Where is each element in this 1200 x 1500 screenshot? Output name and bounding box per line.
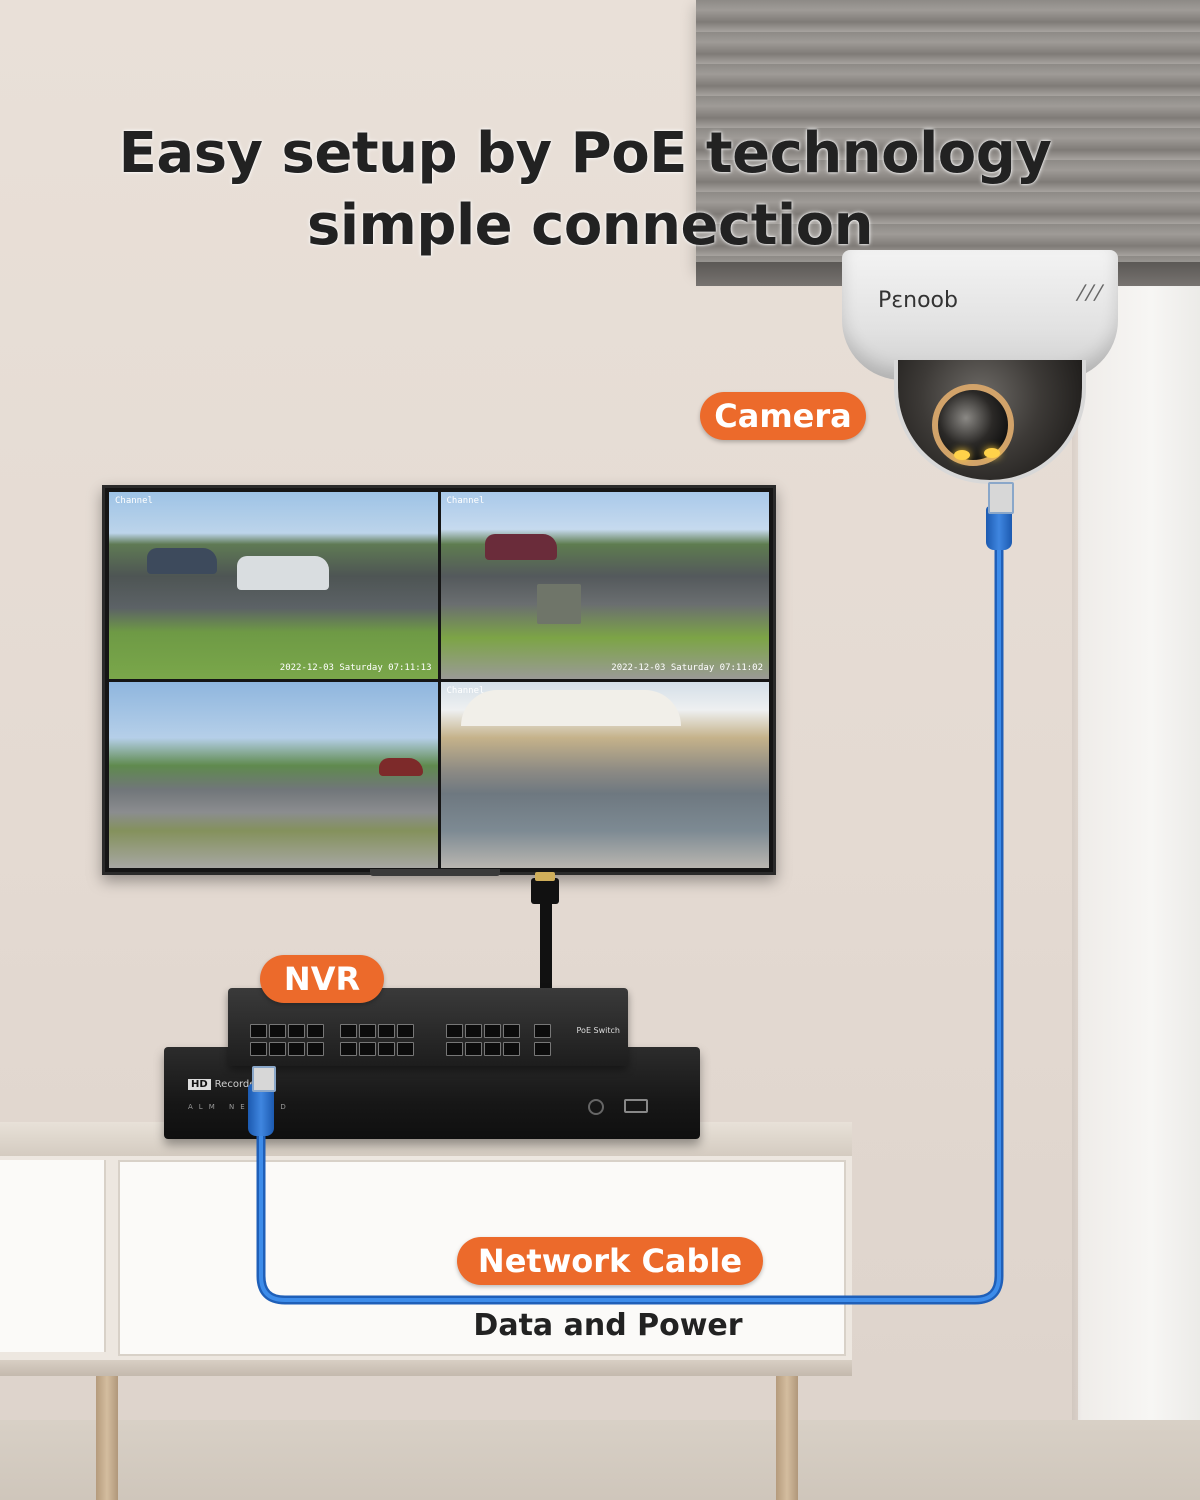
monitor-tv: Channel 2022-12-03 Saturday 07:11:13 Cha… [102,485,776,875]
port-group-3 [446,1024,520,1056]
car-icon [379,757,423,776]
camera-spotlight-icon [984,448,1000,458]
car-icon [484,534,557,560]
camera-feed-grid: Channel 2022-12-03 Saturday 07:11:13 Cha… [109,492,769,868]
cabinet-drawer-left [0,1160,106,1352]
usb-port-icon [624,1099,648,1113]
switch-label: PoE Switch [576,1026,620,1035]
ethernet-port-icon [484,1024,501,1038]
car-icon [237,556,329,590]
camera-label-badge: Camera [700,392,866,440]
dome-camera: Pεnoob /// [842,250,1118,484]
feed-tag: Channel [446,685,485,696]
ethernet-port-icon [288,1042,305,1056]
ethernet-port-icon [288,1024,305,1038]
headline: Easy setup by PoE technology simple conn… [0,118,1170,262]
ethernet-port-icon [503,1024,520,1038]
camera-feed-3 [109,681,438,868]
ethernet-port-icon [340,1024,357,1038]
headline-line-2: simple connection [306,193,874,258]
hdmi-connector-icon [535,872,555,881]
ethernet-port-icon [340,1042,357,1056]
network-cable-label-badge: Network Cable [457,1237,763,1285]
ethernet-port-icon [465,1024,482,1038]
floor [0,1420,1200,1500]
rj45-plug-icon [252,1066,276,1092]
port-group-2 [340,1024,414,1056]
hdmi-plug-icon [531,878,559,904]
wooden-ceiling [696,0,1200,268]
canopy-icon [460,689,681,726]
ethernet-port-icon [250,1024,267,1038]
ethernet-port-icon [534,1024,551,1038]
ethernet-port-icon [269,1024,286,1038]
ethernet-port-icon [359,1024,376,1038]
ethernet-port-icon [397,1024,414,1038]
ethernet-port-icon [378,1042,395,1056]
poe-switch: PoE Switch [228,988,628,1066]
camera-spotlight-icon [954,450,970,460]
cabinet-leg [776,1376,798,1500]
nvr-label-badge: NVR [260,955,384,1003]
ethernet-port-icon [378,1024,395,1038]
camera-feed-4: Channel [440,681,769,868]
camera-brand-logo: Pεnoob [878,288,958,313]
camera-feed-1: Channel 2022-12-03 Saturday 07:11:13 [109,492,438,679]
right-wall [1078,285,1200,1500]
ethernet-port-icon [534,1042,551,1056]
headline-line-1: Easy setup by PoE technology [118,121,1052,186]
recorder-led-labels: ALM NET HD [188,1103,292,1111]
utility-box-icon [536,584,581,624]
ethernet-port-icon [484,1042,501,1056]
feed-tag: Channel [115,496,153,506]
ethernet-port-icon [269,1042,286,1056]
rj45-boot-icon [248,1084,274,1136]
recorder-label-tag: HD [188,1079,211,1090]
ethernet-port-icon [465,1042,482,1056]
port-group-1 [250,1024,324,1056]
ethernet-port-icon [446,1042,463,1056]
ethernet-port-icon [359,1042,376,1056]
power-button-icon [588,1099,604,1115]
cabinet-leg [96,1376,118,1500]
camera-lens-icon [932,384,1014,466]
car-icon [147,548,217,574]
recorder-label-text: Recorder [214,1079,260,1090]
camera-feed-2: Channel 2022-12-03 Saturday 07:11:02 [440,492,769,679]
feed-tag: Channel [446,496,485,506]
ethernet-port-icon [307,1042,324,1056]
ethernet-port-icon [446,1024,463,1038]
ethernet-port-icon [307,1024,324,1038]
camera-housing [842,250,1118,380]
feed-timestamp: 2022-12-03 Saturday 07:11:02 [611,662,763,673]
data-power-caption: Data and Power [473,1308,743,1343]
wall-shadow [1072,285,1082,1500]
ethernet-port-icon [250,1042,267,1056]
cabinet-base [0,1360,852,1376]
uplink-ports [534,1024,551,1056]
ethernet-port-icon [397,1042,414,1056]
tv-stand [370,869,500,876]
feed-timestamp: 2022-12-03 Saturday 07:11:13 [279,662,432,673]
ethernet-port-icon [503,1042,520,1056]
rj45-plug-icon [988,482,1014,514]
hdmi-cable [540,900,552,992]
